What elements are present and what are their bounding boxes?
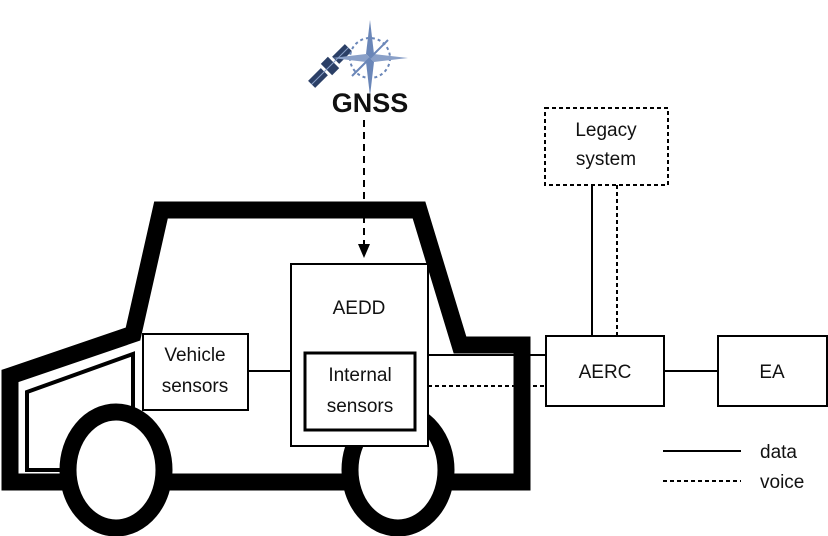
gnss-arrow-head [358,244,370,258]
legend-voice-label: voice [760,472,804,493]
legend-data-label: data [760,442,797,463]
legacy-system-label-line1: Legacy [575,120,637,141]
compass-rose-icon [332,20,408,96]
aerc-label: AERC [579,362,632,383]
vehicle-sensors-label-line2: sensors [162,376,229,397]
satellite-icon [308,44,352,88]
ea-box [717,335,828,407]
front-wheel [59,403,173,536]
legacy-system-box [544,107,669,186]
internal-sensors-box [303,351,417,432]
gnss-label: GNSS [332,88,409,118]
ea-label: EA [759,362,785,383]
aedd-label: AEDD [333,298,386,319]
legacy-system-label-line2: system [576,149,636,170]
car-body-outline [1,201,531,491]
vehicle-sensors-box [142,333,249,411]
internal-sensors-label-line2: sensors [327,396,394,417]
internal-sensors-label-line1: Internal [328,365,391,386]
vehicle-sensors-label-line1: Vehicle [164,345,225,366]
